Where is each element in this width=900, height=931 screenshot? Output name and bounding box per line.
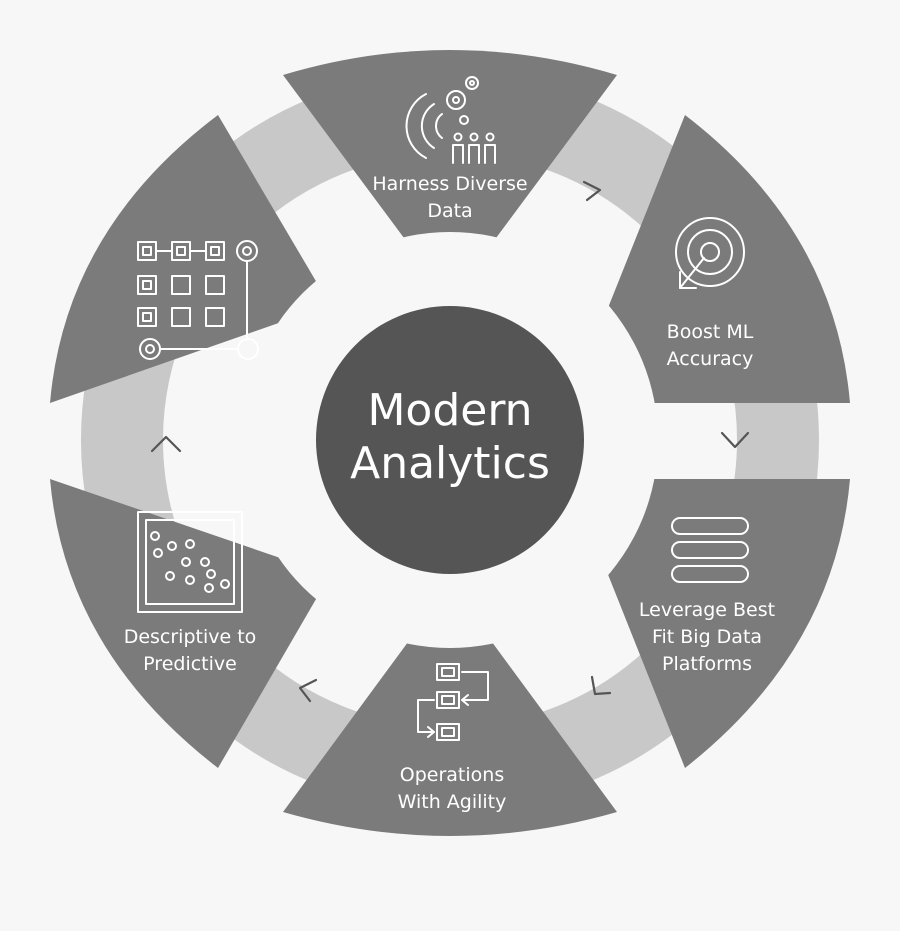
segment-operations-agility: [283, 585, 617, 836]
network-grid-icon: [137, 240, 259, 360]
segment-boost-ml-accuracy: [570, 115, 850, 403]
center-hub: [316, 306, 584, 574]
segment-label-operations-line1: Operations: [400, 764, 504, 786]
segment-label-leverage-line2: Fit Big Data: [652, 626, 762, 648]
segment-label-operations-line2: With Agility: [398, 791, 507, 813]
chevron-down-left-icon: [590, 675, 612, 696]
scatter-plot-icon: [137, 511, 243, 613]
segment-label-leverage-line1: Leverage Best: [639, 599, 775, 621]
stacked-platforms-icon: [671, 517, 749, 583]
segment-harness-diverse-data: [283, 50, 617, 300]
workflow-icon: [417, 663, 489, 741]
segment-label-boost-line2: Accuracy: [667, 348, 754, 370]
segment-label-descriptive-line1: Descriptive to: [124, 626, 257, 648]
segment-label-leverage-line3: Platforms: [662, 653, 752, 675]
target-icon: [675, 217, 745, 289]
segment-label-harness-line2: Data: [427, 200, 472, 222]
segment-label-boost-line1: Boost ML: [667, 321, 754, 343]
segment-descriptive-predictive: [50, 479, 330, 768]
chevron-right-icon: [582, 180, 602, 202]
segment-leverage-big-data: [570, 479, 850, 768]
center-title-line1: Modern: [367, 385, 532, 436]
center-title-line2: Analytics: [350, 438, 550, 489]
segment-label-descriptive-line2: Predictive: [143, 653, 237, 675]
chevron-down-icon: [720, 431, 750, 449]
signal-gears-people-icon: [405, 76, 496, 164]
segment-label-harness-line1: Harness Diverse: [372, 173, 527, 195]
chevron-up-icon: [150, 435, 182, 453]
chevron-left-icon: [298, 678, 318, 703]
